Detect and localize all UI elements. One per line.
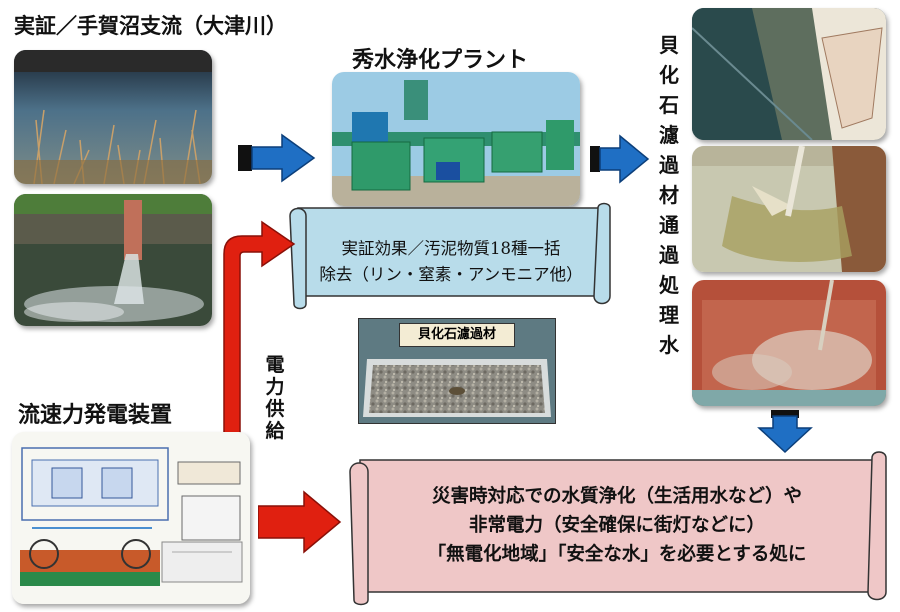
site-label: 実証／手賀沼支流（大津川） (14, 14, 287, 38)
effect-line-2: 除去（リン・窒素・アンモニア他） (319, 265, 583, 284)
plant-photo (332, 72, 580, 206)
effect-scroll-text: 実証効果／汚泥物質18種一括 除去（リン・窒素・アンモニア他） (306, 236, 596, 288)
river-photo (14, 50, 212, 184)
flow-arrow-right-2-icon (590, 134, 650, 184)
purpose-line-3: 「無電化地域」「安全な水」を必要とする処に (427, 544, 807, 565)
power-supply-label: 電 力 供 給 (265, 354, 285, 442)
purpose-line-1: 災害時対応での水質浄化（生活用水など）や (431, 486, 802, 507)
effect-scroll (289, 202, 611, 310)
filtration-photo-3 (692, 280, 886, 406)
flow-arrow-right-icon (238, 133, 316, 183)
filtration-photo-2 (692, 146, 886, 272)
filter-material-photo: 貝化石濾過材 (358, 318, 556, 424)
purpose-line-2: 非常電力（安全確保に街灯などに） (468, 515, 765, 536)
filtration-photo-1 (692, 8, 886, 140)
generator-drawing (12, 432, 250, 604)
effect-line-1: 実証効果／汚泥物質18種一括 (341, 239, 561, 258)
generator-label: 流速力発電装置 (18, 403, 173, 428)
power-supply-arrow-icon (223, 220, 296, 437)
filter-material-label: 貝化石濾過材 (399, 323, 515, 347)
plant-label: 秀水浄化プラント (352, 48, 529, 73)
purpose-scroll-text: 災害時対応での水質浄化（生活用水など）や 非常電力（安全確保に街灯などに） 「無… (372, 482, 862, 569)
generator-output-arrow-icon (258, 490, 342, 554)
filtration-label: 貝 化 石 濾 過 材 通 過 処 理 水 (659, 33, 679, 357)
flow-arrow-down-icon (757, 410, 813, 454)
purpose-scroll (349, 451, 887, 606)
outflow-photo (14, 194, 212, 326)
